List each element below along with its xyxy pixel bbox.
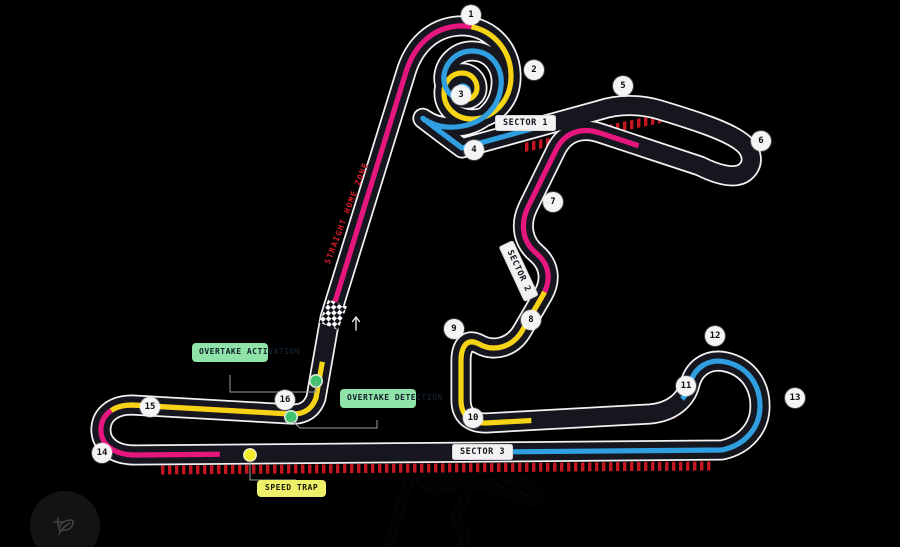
turn-marker-8[interactable]: 8 (521, 310, 541, 330)
turn-marker-6[interactable]: 6 (751, 131, 771, 151)
sector-3-label: SECTOR 3 (452, 444, 513, 460)
turn-marker-16[interactable]: 16 (275, 390, 295, 410)
brand-logo (30, 491, 100, 547)
race-direction-arrow (351, 316, 361, 331)
turn-marker-15[interactable]: 15 (140, 397, 160, 417)
track-outline (101, 26, 760, 455)
start-finish-line (319, 299, 347, 330)
turn-marker-11[interactable]: 11 (676, 376, 696, 396)
turn-marker-7[interactable]: 7 (543, 192, 563, 212)
overtake-detection-marker[interactable] (283, 409, 298, 424)
speed-trap-callout[interactable]: SPEED TRAP (257, 480, 327, 497)
sector-3-racing-line (101, 26, 760, 455)
overtake-activation-callout[interactable]: OVERTAKE ACTIVATION (192, 343, 300, 362)
sector-2-racing-line (101, 26, 760, 455)
sector-1-racing-line (101, 26, 760, 455)
turn-marker-1[interactable]: 1 (461, 5, 481, 25)
turn-marker-3[interactable]: 3 (451, 85, 471, 105)
turn-marker-12[interactable]: 12 (705, 326, 725, 346)
sector-1-label: SECTOR 1 (495, 115, 556, 131)
turn-marker-9[interactable]: 9 (444, 319, 464, 339)
turn-marker-13[interactable]: 13 (785, 388, 805, 408)
turn-marker-14[interactable]: 14 (92, 443, 112, 463)
turn-marker-10[interactable]: 10 (463, 408, 483, 428)
speed-trap-marker[interactable] (243, 448, 257, 462)
turn-marker-4[interactable]: 4 (464, 140, 484, 160)
overtake-detection-callout[interactable]: OVERTAKE DETECTION (340, 389, 442, 408)
turn-marker-5[interactable]: 5 (613, 76, 633, 96)
track-asphalt (101, 26, 760, 455)
turn-marker-2[interactable]: 2 (524, 60, 544, 80)
leaf-sparkle-icon (53, 517, 74, 535)
